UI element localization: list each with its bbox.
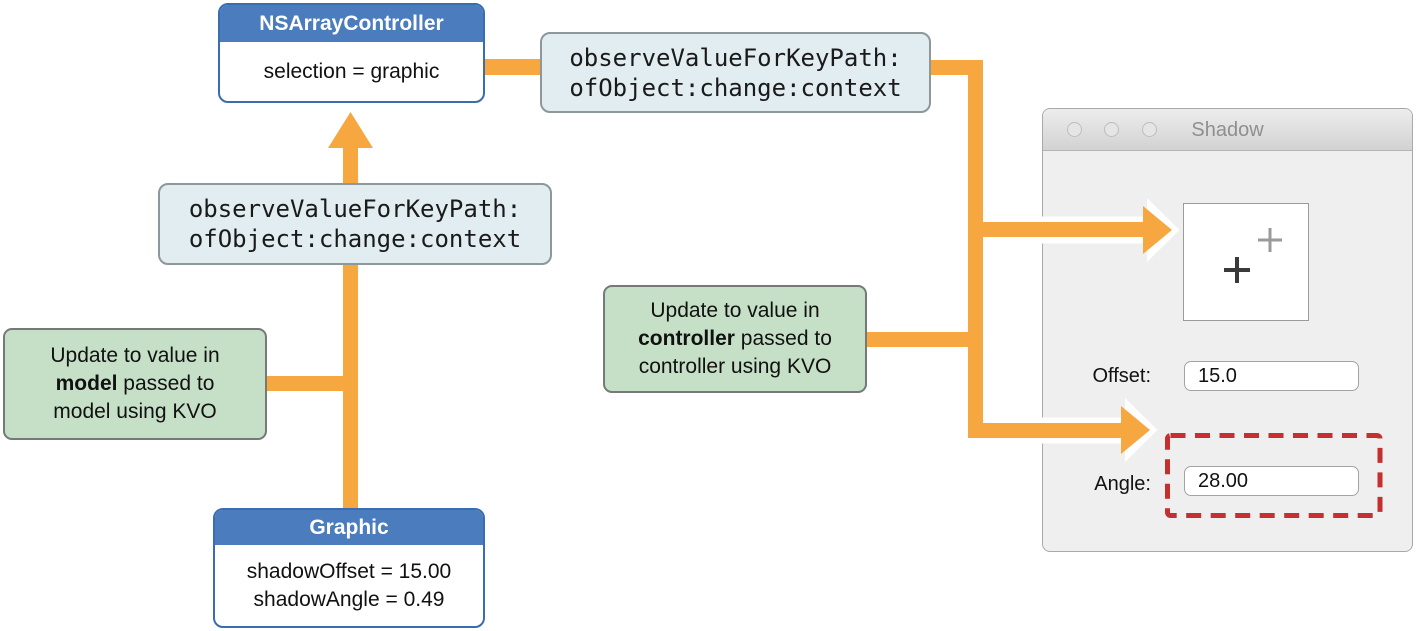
kvo-callback-line1: observeValueForKeyPath:	[188, 195, 522, 223]
nsarraycontroller-box: NSArrayController selection = graphic	[218, 3, 485, 103]
note-line1: Update to value in	[50, 344, 220, 367]
angle-field[interactable]	[1184, 466, 1359, 496]
kvo-callback-line2: ofObject:change:context	[569, 73, 902, 102]
note-line2-rest: passed to	[117, 372, 215, 395]
kvo-callback-line1: observeValueForKeyPath:	[569, 43, 902, 72]
controller-update-note: Update to value in controller passed to …	[603, 285, 867, 393]
offset-label: Offset:	[1092, 365, 1151, 387]
note-bold-word: controller	[638, 327, 735, 350]
nsarraycontroller-title: NSArrayController	[220, 5, 483, 42]
nsarraycontroller-body: selection = graphic	[263, 59, 440, 83]
note-line3: model using KVO	[53, 400, 217, 423]
arrow-graphic-to-controller-head	[328, 112, 373, 148]
close-icon[interactable]	[1067, 122, 1082, 137]
note-line1: Update to value in	[650, 299, 820, 322]
kvo-callback-line2: ofObject:change:context	[188, 225, 522, 253]
connector-controller-to-callback	[485, 59, 540, 75]
connector-controller-note	[867, 332, 968, 347]
titlebar[interactable]: Shadow	[1043, 109, 1412, 151]
offset-field[interactable]	[1184, 361, 1359, 391]
minimize-icon[interactable]	[1104, 122, 1119, 137]
graphic-shadow-offset: shadowOffset = 15.00	[246, 559, 452, 583]
note-line2: model passed to	[56, 370, 215, 398]
note-bold-word: model	[55, 372, 118, 395]
angle-label: Angle:	[1094, 473, 1151, 495]
note-line2-rest: passed to	[734, 327, 832, 350]
shadow-window: Shadow Offset: Angle:	[1042, 108, 1413, 552]
kvo-callback-box-middle: observeValueForKeyPath: ofObject:change:…	[158, 183, 552, 265]
shadow-preview-canvas[interactable]	[1183, 203, 1309, 321]
window-title: Shadow	[1191, 119, 1264, 141]
kvo-callback-box-top: observeValueForKeyPath: ofObject:change:…	[540, 32, 931, 113]
model-update-note: Update to value in model passed to model…	[3, 328, 267, 440]
plus-crosshair-gray-icon	[1258, 228, 1282, 252]
note-line2: controller passed to	[638, 325, 832, 353]
graphic-shadow-angle: shadowAngle = 0.49	[253, 587, 445, 611]
plus-crosshair-dark-icon[interactable]	[1224, 257, 1250, 283]
connector-model-note	[263, 376, 358, 391]
trunk-vertical	[968, 60, 983, 438]
connector-callback-to-trunk	[931, 60, 983, 75]
graphic-model-box: Graphic shadowOffset = 15.00 shadowAngle…	[213, 508, 485, 628]
graphic-title: Graphic	[215, 510, 483, 545]
zoom-icon[interactable]	[1142, 122, 1157, 137]
note-line3: controller using KVO	[638, 355, 832, 378]
graphic-body: shadowOffset = 15.00 shadowAngle = 0.49	[215, 545, 483, 626]
